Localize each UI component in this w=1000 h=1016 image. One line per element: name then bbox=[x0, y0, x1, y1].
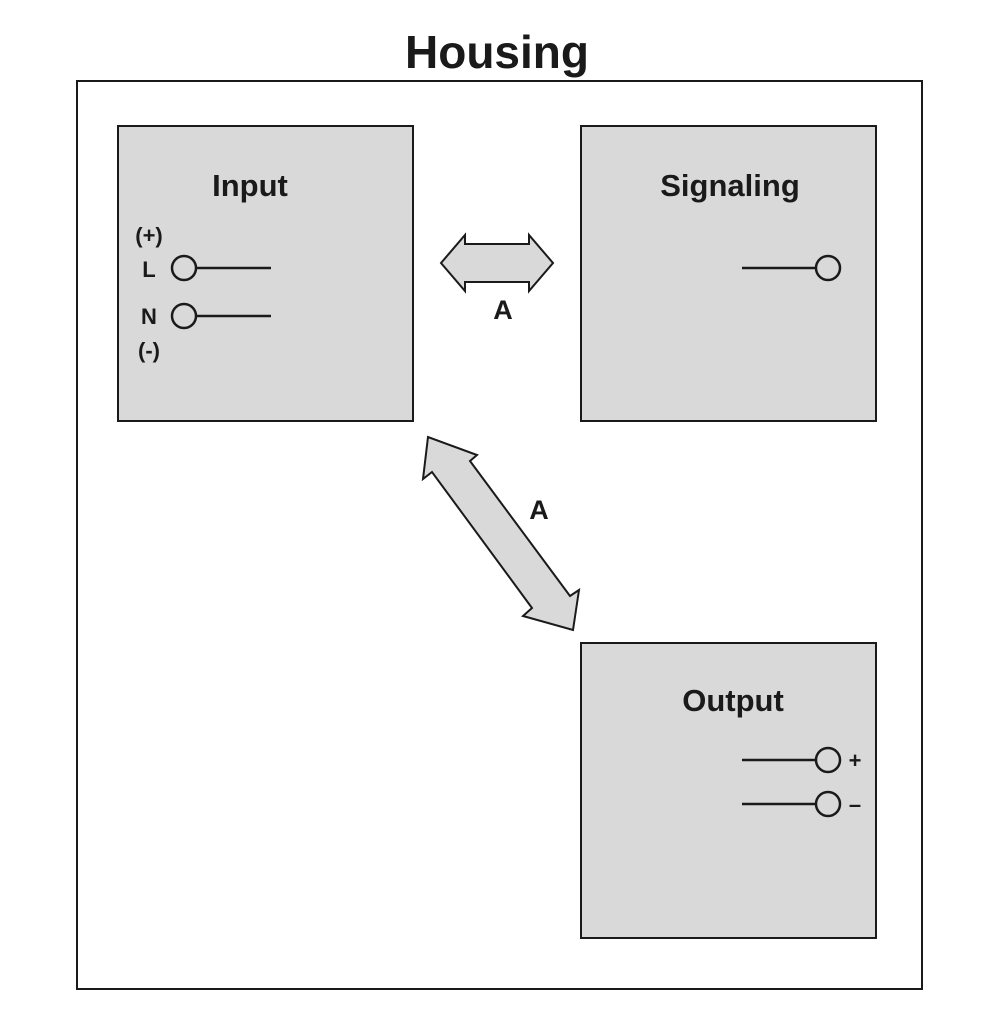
signaling-terminal bbox=[742, 254, 842, 282]
input-terminal-l bbox=[170, 254, 271, 282]
output-plus-label: + bbox=[849, 748, 862, 773]
input-block-box bbox=[117, 125, 414, 422]
terminal-pin-icon bbox=[170, 254, 198, 282]
terminal-pin-icon bbox=[814, 254, 842, 282]
double-arrow-icon bbox=[439, 232, 555, 294]
output-terminal-plus bbox=[742, 746, 842, 774]
input-block: Input (+) L N (-) bbox=[117, 125, 414, 422]
terminal-pin-icon bbox=[814, 790, 842, 818]
housing-outline bbox=[76, 80, 923, 990]
terminal-pin-icon bbox=[814, 746, 842, 774]
input-minus-label: (-) bbox=[138, 338, 160, 363]
input-l-label: L bbox=[142, 257, 155, 282]
connection-label-input-output: A bbox=[529, 495, 549, 525]
diagonal-double-arrow-icon bbox=[421, 435, 581, 632]
output-block-title: Output bbox=[682, 683, 784, 718]
output-block-box bbox=[580, 642, 877, 939]
input-terminal-n bbox=[170, 302, 271, 330]
connection-label-input-signaling: A bbox=[493, 295, 513, 325]
terminal-pin-icon bbox=[170, 302, 198, 330]
signaling-block: Signaling bbox=[580, 125, 877, 422]
signaling-block-title: Signaling bbox=[660, 168, 800, 203]
input-n-label: N bbox=[141, 304, 157, 329]
input-block-title: Input bbox=[212, 168, 288, 203]
input-plus-label: (+) bbox=[135, 223, 163, 248]
output-minus-label: – bbox=[849, 792, 861, 817]
output-block: Output + – bbox=[580, 642, 877, 939]
housing-title: Housing bbox=[405, 26, 589, 78]
output-terminal-minus bbox=[742, 790, 842, 818]
